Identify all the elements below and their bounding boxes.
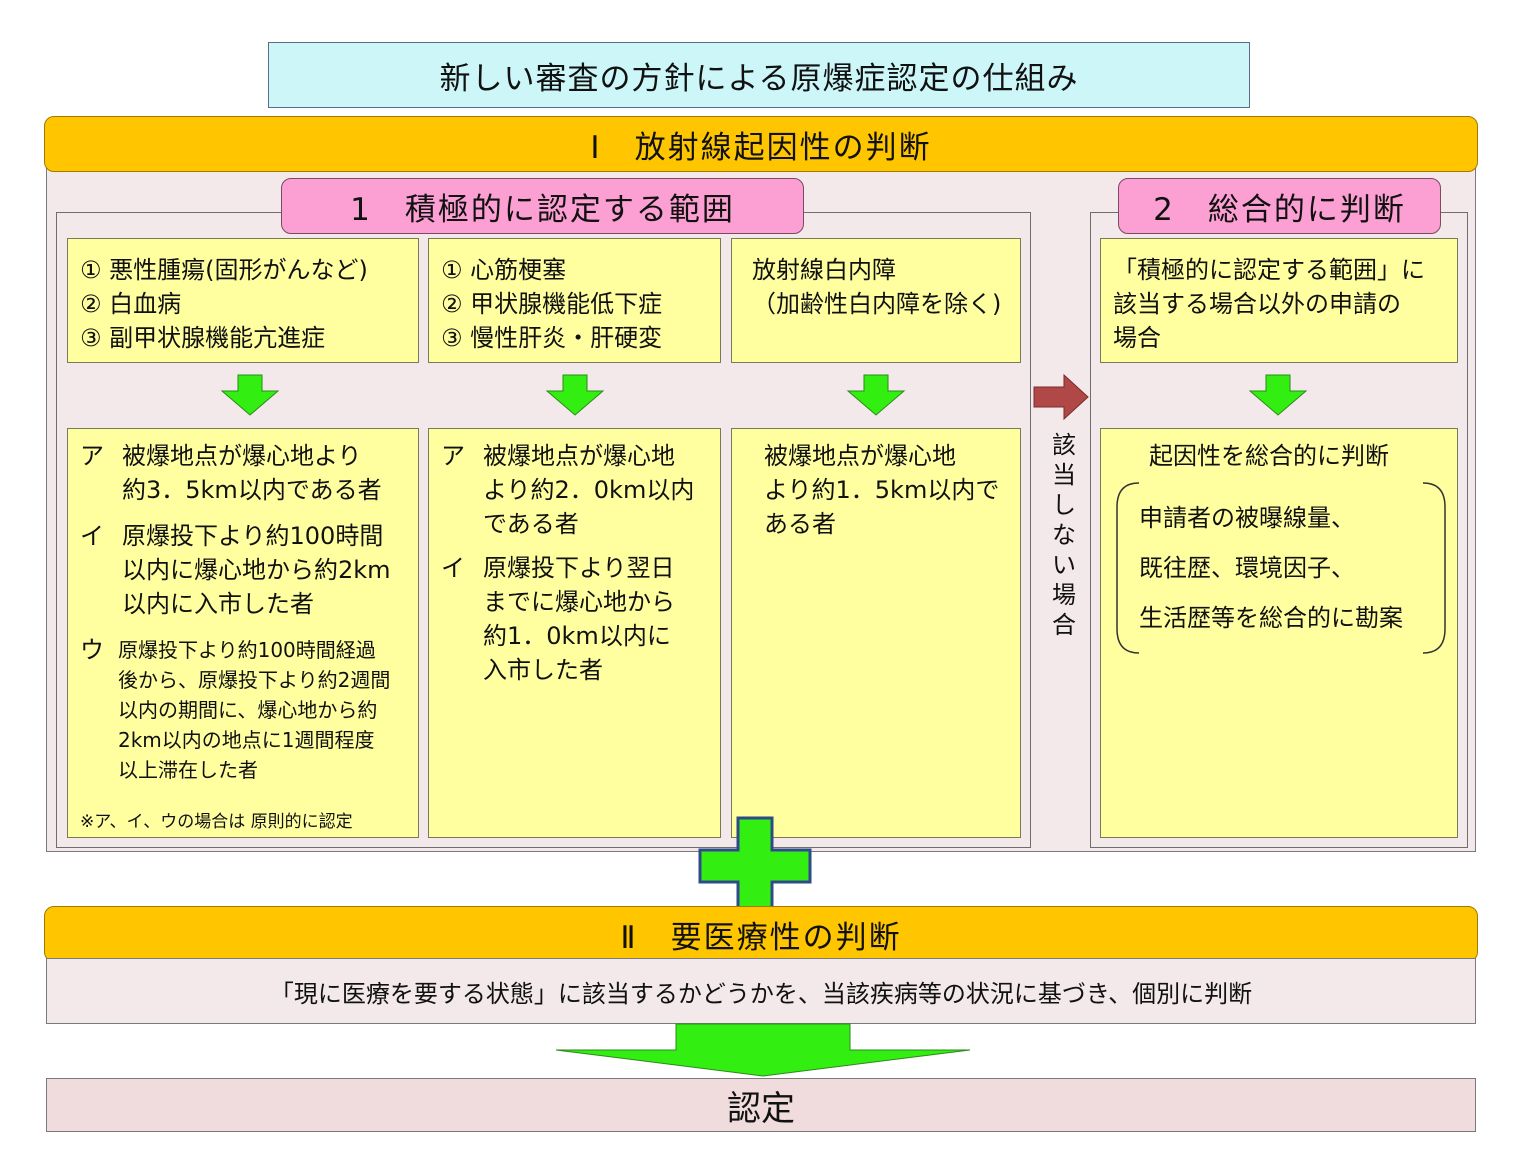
plus-icon [698, 816, 812, 916]
bracket-group [1116, 482, 1446, 654]
detail-line: 被爆地点が爆心地より [122, 442, 362, 470]
detail-line: までに爆心地から [483, 588, 675, 616]
detail-line: 以内に爆心地から約2km [122, 556, 391, 584]
condition-item: ② 甲状腺機能低下症 [441, 290, 663, 318]
down-arrow-icon [220, 374, 280, 416]
detail-line: 以内の期間に、爆心地から約 [118, 698, 378, 722]
footnote: ※ア、イ、ウの場合は 原則的に認定 [80, 812, 353, 832]
section1-heading: Ⅰ 放射線起因性の判断 [44, 116, 1478, 172]
factor-item: 生活歴等を総合的に勘案 [1139, 604, 1403, 632]
condition-item: 「積極的に認定する範囲」に [1113, 256, 1425, 284]
factor-item: 既往歴、環境因子、 [1139, 554, 1355, 582]
conditions-col-a: ① 悪性腫瘍(固形がんなど) ② 白血病 ③ 副甲状腺機能亢進症 [67, 238, 419, 363]
condition-item: ② 白血病 [80, 290, 182, 318]
condition-item: 該当する場合以外の申請の [1113, 290, 1401, 318]
detail-line: 原爆投下より約100時間経過 [118, 638, 376, 662]
detail-line: 原爆投下より翌日 [483, 554, 675, 582]
detail-line: 原爆投下より約100時間 [122, 522, 384, 550]
item-marker: イ [80, 522, 104, 550]
detail-line: である者 [483, 510, 579, 538]
detail-line: 以内に入市した者 [122, 590, 314, 618]
details-col-b: ア 被爆地点が爆心地 より約2．0km以内 である者 イ 原爆投下より翌日 まで… [428, 428, 721, 838]
detail-line: 約3．5km以内である者 [122, 476, 382, 504]
detail-line: 後から、原爆投下より約2週間 [118, 668, 391, 692]
condition-item: （加齢性白内障を除く) [752, 290, 1002, 318]
detail-line: 2km以内の地点に1週間程度 [118, 728, 375, 752]
diagram-title: 新しい審査の方針による原爆症認定の仕組み [268, 42, 1250, 108]
condition-item: 放射線白内障 [752, 256, 896, 284]
down-arrow-icon [1248, 374, 1308, 416]
item-marker: ア [441, 442, 465, 470]
condition-item: ③ 副甲状腺機能亢進症 [80, 324, 326, 352]
detail-line: 被爆地点が爆心地 [483, 442, 675, 470]
conditions-col-b: ① 心筋梗塞 ② 甲状腺機能低下症 ③ 慢性肝炎・肝硬変 [428, 238, 721, 363]
factor-item: 申請者の被曝線量、 [1139, 504, 1355, 532]
detail-line: 入市した者 [483, 656, 603, 684]
detail-line: より約2．0km以内 [483, 476, 695, 504]
condition-item: 場合 [1113, 324, 1161, 352]
section2-heading: Ⅱ 要医療性の判断 [44, 906, 1478, 962]
not-applicable-label: 該当しない場合 [1052, 431, 1076, 639]
condition-item: ③ 慢性肝炎・肝硬変 [441, 324, 663, 352]
detail-line: より約1．5km以内で [764, 476, 1000, 504]
detail-heading: 起因性を総合的に判断 [1149, 442, 1389, 470]
item-marker: ア [80, 442, 104, 470]
section2-text: 「現に医療を要する状態」に該当するかどうかを、当該疾病等の状況に基づき、個別に判… [46, 958, 1476, 1024]
condition-item: ① 心筋梗塞 [441, 256, 567, 284]
down-arrow-icon [846, 374, 906, 416]
details-col-d: 起因性を総合的に判断 申請者の被曝線量、 既往歴、環境因子、 生活歴等を総合的に… [1100, 428, 1458, 838]
conditions-col-d: 「積極的に認定する範囲」に 該当する場合以外の申請の 場合 [1100, 238, 1458, 363]
condition-item: ① 悪性腫瘍(固形がんなど) [80, 256, 368, 284]
group2-label: 2 総合的に判断 [1118, 178, 1441, 234]
detail-line: 以上滞在した者 [118, 758, 258, 782]
detail-line: ある者 [764, 510, 836, 538]
item-marker: ウ [80, 636, 104, 664]
right-arrow-icon [1033, 373, 1089, 421]
group1-label: 1 積極的に認定する範囲 [281, 178, 804, 234]
detail-line: 約1．0km以内に [483, 622, 671, 650]
details-col-c: 被爆地点が爆心地 より約1．5km以内で ある者 [731, 428, 1021, 838]
conditions-col-c: 放射線白内障 （加齢性白内障を除く) [731, 238, 1021, 363]
details-col-a: ア 被爆地点が爆心地より 約3．5km以内である者 イ 原爆投下より約100時間… [67, 428, 419, 838]
down-arrow-icon [545, 374, 605, 416]
item-marker: イ [441, 554, 465, 582]
detail-line: 被爆地点が爆心地 [764, 442, 956, 470]
down-arrow-icon [555, 1023, 971, 1077]
result-box: 認定 [46, 1078, 1476, 1132]
